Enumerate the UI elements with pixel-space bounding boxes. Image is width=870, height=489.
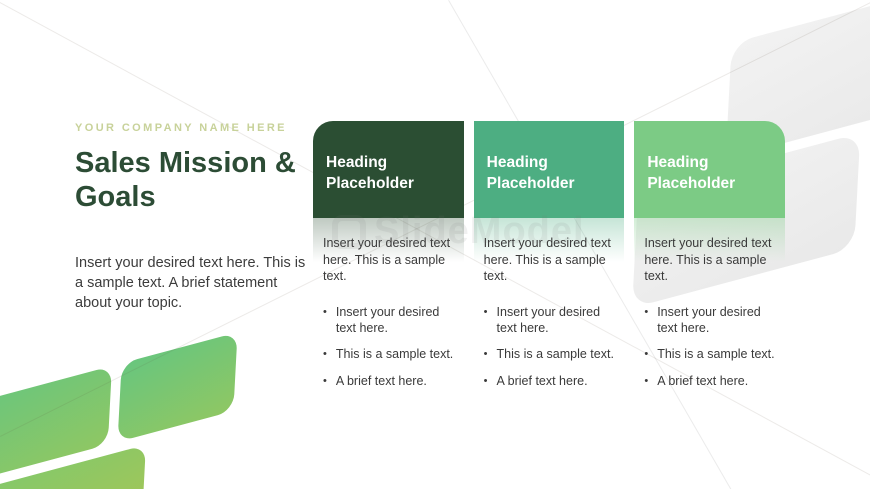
card-2-header: Heading Placeholder [473,121,625,218]
bullet-item: This is a sample text. [644,346,779,363]
cards-row: Heading Placeholder Insert your desired … [313,121,786,399]
card-2-heading: Heading Placeholder [486,154,575,192]
card-1-heading: Heading Placeholder [326,154,414,192]
bullet-item: This is a sample text. [323,346,458,363]
card-2-body: Insert your desired text here. This is a… [473,218,625,390]
card-2-bullet-list: Insert your desired text here. This is a… [484,304,619,390]
card-1: Heading Placeholder Insert your desired … [313,121,464,399]
bullet-item: A brief text here. [644,373,779,390]
card-3-header: Heading Placeholder [634,121,786,218]
card-1-bullet-list: Insert your desired text here. This is a… [323,304,458,390]
bullet-item: Insert your desired text here. [644,304,779,337]
card-3: Heading Placeholder Insert your desired … [634,121,786,399]
card-3-text: Insert your desired text here. This is a… [644,236,772,284]
card-1-text: Insert your desired text here. This is a… [323,236,451,284]
card-3-bullet-list: Insert your desired text here. This is a… [644,304,779,390]
card-2: Heading Placeholder Insert your desired … [473,121,625,399]
bullet-item: This is a sample text. [484,346,619,363]
card-3-heading: Heading Placeholder [647,154,736,192]
slide-title: Sales Mission & Goals [75,147,296,214]
bullet-item: Insert your desired text here. [323,304,458,337]
bullet-item: A brief text here. [323,373,458,390]
slide-description: Insert your desired text here. This is a… [75,255,306,312]
card-1-body: Insert your desired text here. This is a… [313,218,464,390]
bullet-item: A brief text here. [484,373,619,390]
card-3-body: Insert your desired text here. This is a… [634,218,786,390]
left-column: YOUR COMPANY NAME HERE Sales Mission & G… [75,122,310,314]
card-2-text: Insert your desired text here. This is a… [483,236,611,284]
company-name-placeholder: YOUR COMPANY NAME HERE [75,122,287,134]
bullet-item: Insert your desired text here. [484,304,619,337]
card-1-header: Heading Placeholder [313,121,464,218]
